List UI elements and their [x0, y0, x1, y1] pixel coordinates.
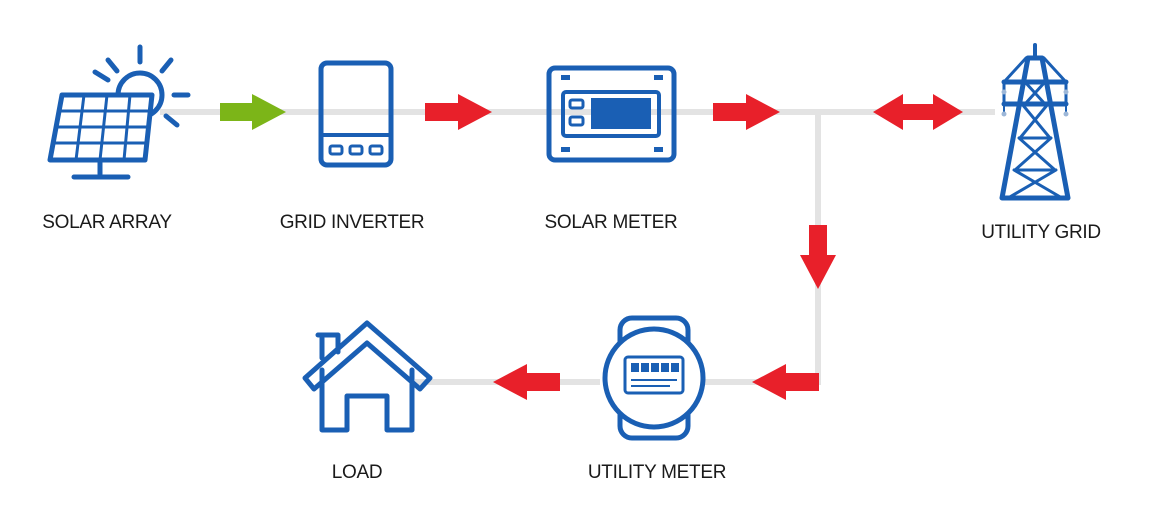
round-meter-icon — [602, 315, 706, 441]
label-utility-grid: UTILITY GRID — [981, 222, 1101, 243]
arrow-solar-to-inverter — [220, 94, 286, 130]
label-solar-meter: SOLAR METER — [544, 212, 678, 233]
arrow-to-load — [493, 364, 560, 400]
label-grid-inverter: GRID INVERTER — [279, 212, 425, 233]
label-load: LOAD — [331, 462, 383, 483]
connector-branch-to-utility-meter — [690, 112, 821, 385]
connector-lines — [160, 109, 995, 385]
meter-icon — [546, 65, 677, 163]
label-solar-array: SOLAR ARRAY — [42, 212, 172, 233]
arrow-bidirectional-grid — [873, 94, 963, 130]
house-icon — [302, 320, 433, 433]
arrow-to-utility-meter — [752, 364, 819, 400]
label-utility-meter: UTILITY METER — [587, 462, 727, 483]
transmission-tower-icon — [999, 43, 1071, 201]
arrow-junction-down — [800, 225, 836, 289]
arrow-inverter-to-meter — [425, 94, 492, 130]
inverter-icon — [318, 60, 394, 168]
arrow-meter-to-junction — [713, 94, 780, 130]
solar-panel-icon — [47, 44, 191, 180]
